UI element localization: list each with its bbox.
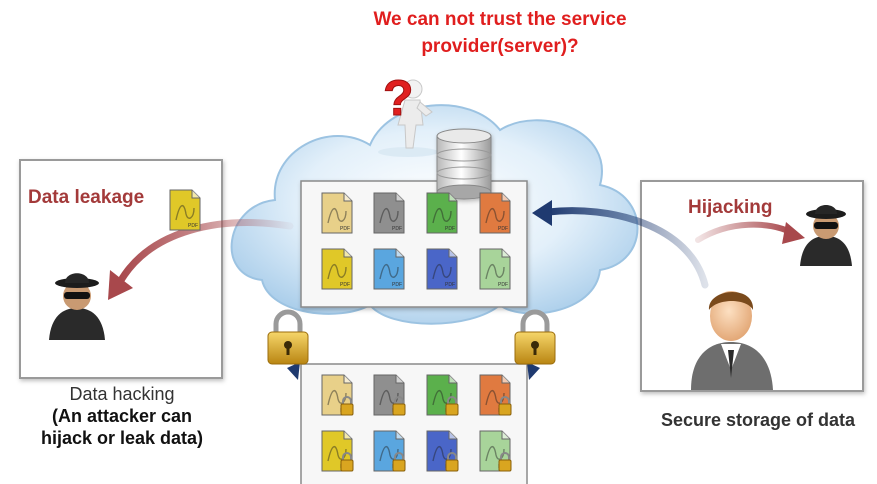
hacker-icon (49, 273, 105, 340)
leaked-file: PDF (169, 189, 201, 231)
pdf-file-icon: PDF (373, 192, 405, 234)
pdf-label: PDF (498, 282, 508, 288)
pdf-label: PDF (188, 223, 198, 229)
hijacking-arrow (695, 221, 805, 244)
question-mark-icon: ? (383, 70, 415, 127)
pdf-file-icon: PDF (321, 192, 353, 234)
padlock-icon (514, 309, 556, 365)
caption-line-1: Data hacking (69, 384, 175, 404)
mini-padlock-icon (340, 396, 354, 416)
mini-padlock-icon (340, 452, 354, 472)
pdf-label: PDF (340, 282, 350, 288)
hijacking-label: Hijacking (688, 197, 773, 218)
pdf-file-icon: PDF (426, 430, 459, 472)
pdf-file-icon: PDF (373, 430, 406, 472)
server-files: PDF PDF PDF PDF PDF PDF PDF PDF (321, 192, 511, 290)
mini-padlock-icon (445, 396, 459, 416)
pdf-file-icon: PDF (373, 248, 405, 290)
pdf-label: PDF (498, 226, 508, 232)
pdf-file-icon: PDF (426, 248, 458, 290)
mini-padlock-icon (498, 452, 512, 472)
pdf-file-icon: PDF (426, 374, 459, 416)
svg-text:?: ? (383, 70, 414, 126)
hacker-icon (800, 205, 852, 266)
mini-padlock-icon (392, 396, 406, 416)
right-link-arrow (527, 362, 540, 380)
pdf-label: PDF (445, 226, 455, 232)
database-icon (436, 128, 492, 200)
data-hacking-caption: Data hacking (An attacker can hijack or … (2, 383, 242, 449)
pdf-label: PDF (392, 226, 402, 232)
pdf-file-icon: PDF (373, 374, 406, 416)
caption-line-2: (An attacker can (51, 406, 193, 426)
pdf-file-icon: PDF (479, 192, 511, 234)
pdf-label: PDF (340, 226, 350, 232)
pdf-file-icon: PDF (479, 430, 512, 472)
thinking-figure-icon (378, 79, 438, 157)
mini-padlock-icon (498, 396, 512, 416)
upload-arrow (532, 200, 709, 289)
user-icon (691, 291, 773, 390)
encrypted-files: PDF PDF PDF PDF PDF PDF PDF PDF (321, 374, 512, 472)
secure-storage-caption: Secure storage of data (660, 410, 856, 430)
pdf-file-icon: PDF (426, 192, 458, 234)
pdf-file-icon: PDF (169, 189, 201, 231)
pdf-file-icon: PDF (321, 430, 354, 472)
pdf-file-icon: PDF (479, 374, 512, 416)
padlock-icon (267, 309, 309, 365)
pdf-file-icon: PDF (321, 248, 353, 290)
data-leakage-label: Data leakage (28, 187, 145, 208)
pdf-file-icon: PDF (321, 374, 354, 416)
mini-padlock-icon (392, 452, 406, 472)
question-line-1: We can not trust the service (373, 9, 627, 30)
pdf-label: PDF (392, 282, 402, 288)
mini-padlock-icon (445, 452, 459, 472)
question-text: We can not trust the service provider(se… (300, 6, 700, 60)
left-link-arrow (287, 362, 300, 380)
pdf-label: PDF (445, 282, 455, 288)
caption-line-3: hijack or leak data) (40, 428, 204, 448)
question-line-2: provider(server)? (421, 36, 579, 57)
pdf-file-icon: PDF (479, 248, 511, 290)
